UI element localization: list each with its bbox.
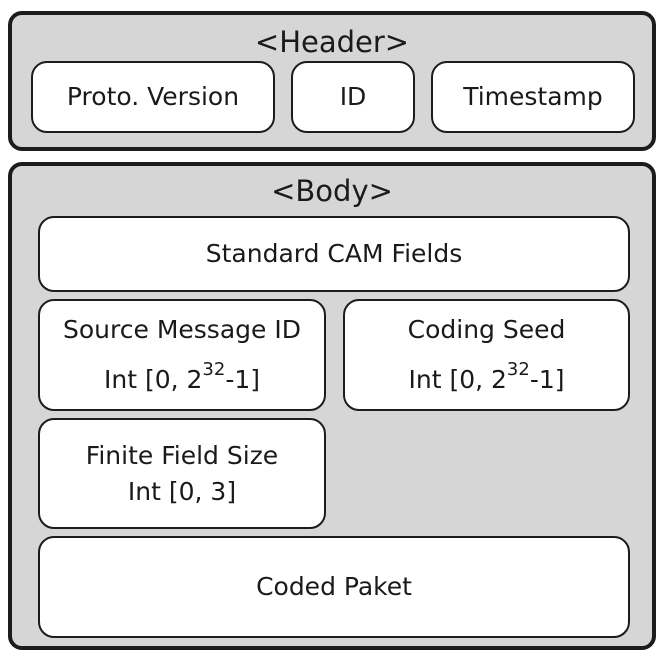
standard-cam-fields-box: Standard CAM Fields — [38, 216, 630, 292]
source-message-id-label: Source Message ID — [63, 315, 301, 344]
coding-seed-label: Coding Seed — [407, 315, 566, 344]
source-message-id-range: Int [0, 232-1] — [103, 358, 261, 394]
finite-field-size-box: Finite Field Size Int [0, 3] — [38, 418, 326, 529]
proto-version-label: Proto. Version — [66, 82, 240, 111]
timestamp-label: Timestamp — [463, 82, 603, 111]
body-panel: <Body> Standard CAM Fields Source Messag… — [8, 162, 656, 650]
coded-paket-box: Coded Paket — [38, 536, 630, 638]
body-title: <Body> — [271, 174, 393, 208]
finite-field-size-range: Int [0, 3] — [127, 476, 237, 506]
source-message-id-box: Source Message ID Int [0, 232-1] — [38, 299, 326, 411]
coded-paket-label: Coded Paket — [256, 572, 412, 601]
id-field: ID — [291, 61, 415, 133]
standard-cam-fields-label: Standard CAM Fields — [205, 239, 463, 268]
header-title: <Header> — [254, 25, 410, 59]
finite-field-size-label: Finite Field Size — [85, 440, 279, 470]
id-label: ID — [339, 82, 367, 111]
timestamp-field: Timestamp — [431, 61, 635, 133]
coding-seed-range: Int [0, 232-1] — [408, 358, 565, 394]
header-panel: <Header> Proto. Version ID Timestamp — [8, 11, 656, 151]
proto-version-field: Proto. Version — [31, 61, 275, 133]
coding-seed-box: Coding Seed Int [0, 232-1] — [343, 299, 630, 411]
